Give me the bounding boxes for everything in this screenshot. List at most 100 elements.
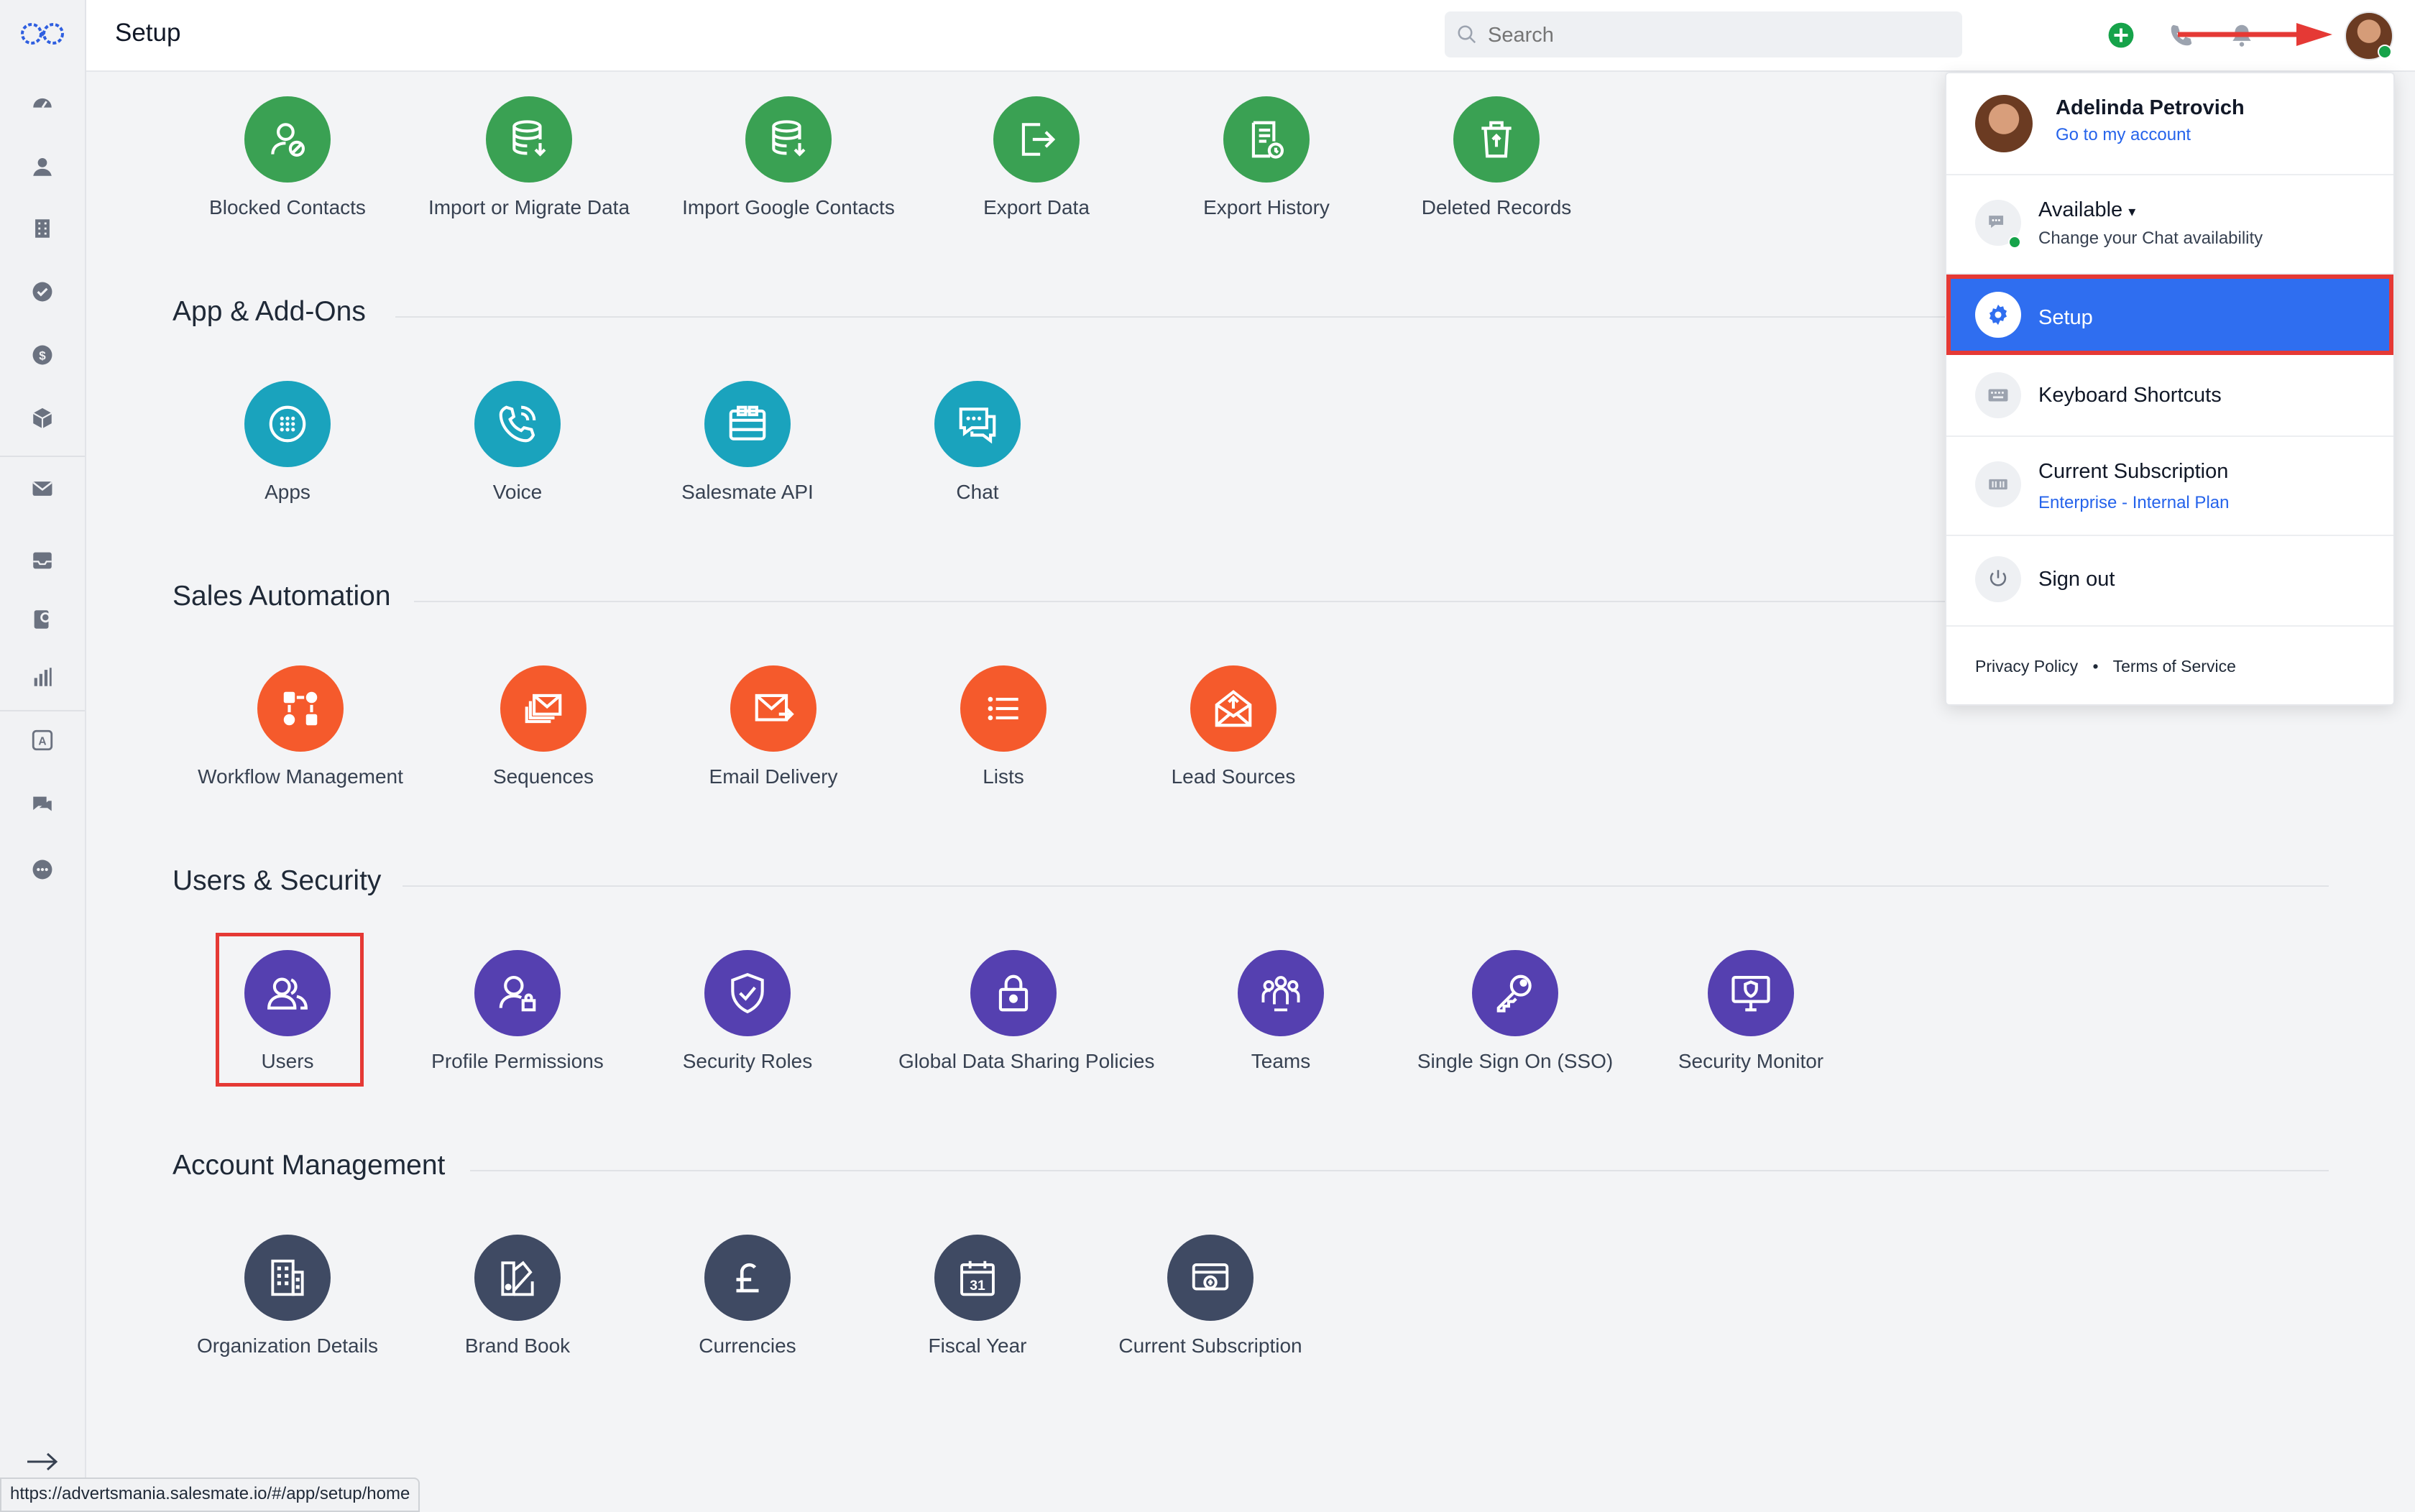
go-to-account-link[interactable]: Go to my account (2056, 125, 2191, 144)
sign-out-label: Sign out (2038, 568, 2115, 591)
tile-fiscal-year[interactable]: 31 Fiscal Year (862, 1235, 1092, 1371)
tile-label: Organization Details (196, 1334, 379, 1357)
profile-lock-icon (474, 950, 561, 1036)
subscription-icon (1975, 461, 2021, 507)
quick-add-icon[interactable] (2107, 22, 2135, 49)
api-icon (704, 381, 791, 467)
privacy-policy-link[interactable]: Privacy Policy (1975, 657, 2079, 676)
tile-lead-sources[interactable]: Lead Sources (1118, 665, 1348, 802)
phone-icon (474, 381, 561, 467)
salesmate-logo[interactable] (17, 19, 68, 49)
users-icon (244, 950, 331, 1036)
tile-workflow-management[interactable]: Workflow Management (185, 665, 415, 802)
tile-brand-book[interactable]: Brand Book (402, 1235, 632, 1371)
terms-of-service-link[interactable]: Terms of Service (2112, 657, 2236, 676)
tile-sequences[interactable]: Sequences (428, 665, 658, 802)
tile-label: Import or Migrate Data (428, 196, 630, 218)
tile-currencies[interactable]: Currencies (632, 1235, 862, 1371)
contacts-icon[interactable] (28, 152, 57, 181)
footer-separator: • (2092, 657, 2099, 676)
tile-profile-permissions[interactable]: Profile Permissions (402, 950, 632, 1087)
tile-current-subscription[interactable]: Current Subscription (1095, 1235, 1325, 1371)
tile-label: Blocked Contacts (209, 196, 366, 218)
more-icon[interactable] (28, 855, 57, 884)
tile-blocked-contacts[interactable]: Blocked Contacts (172, 96, 402, 233)
setup-menu-item[interactable]: Setup (1946, 275, 2393, 355)
tile-organization-details[interactable]: Organization Details (172, 1235, 402, 1371)
tile-export-data[interactable]: Export Data (921, 96, 1151, 233)
phone-icon[interactable] (2168, 22, 2195, 49)
tile-label: Current Subscription (1118, 1334, 1302, 1357)
tile-deleted-records[interactable]: Deleted Records (1381, 96, 1611, 233)
trash-restore-icon (1453, 96, 1540, 183)
tile-label: Users (261, 1050, 314, 1072)
tile-label: Sequences (492, 765, 594, 788)
tile-lists[interactable]: Lists (888, 665, 1118, 802)
tile-import-google-contacts[interactable]: Import Google Contacts (673, 96, 903, 233)
tile-export-history[interactable]: Export History (1151, 96, 1381, 233)
section-title-apps: App & Add-Ons (172, 296, 366, 327)
monitor-shield-icon (1708, 950, 1794, 1036)
chat-icon (934, 381, 1021, 467)
reports-icon[interactable] (28, 663, 57, 691)
gear-icon (1975, 292, 2021, 338)
keyboard-shortcuts-label: Keyboard Shortcuts (2038, 384, 2222, 407)
user-menu-dropdown: Adelinda Petrovich Go to my account Avai… (1945, 72, 2395, 706)
tile-chat[interactable]: Chat (862, 381, 1092, 517)
svg-text:31: 31 (970, 1278, 985, 1294)
search-icon (1458, 25, 1476, 44)
online-status-dot (2378, 45, 2392, 59)
automation-icon[interactable]: A (28, 726, 57, 755)
tile-label: Teams (1251, 1050, 1311, 1072)
tile-single-sign-on[interactable]: Single Sign On (SSO) (1400, 950, 1630, 1087)
divider (414, 601, 2329, 602)
deals-icon[interactable]: $ (28, 341, 57, 369)
shield-check-icon (704, 950, 791, 1036)
account-row[interactable]: Adelinda Petrovich Go to my account (1946, 73, 2393, 175)
user-name: Adelinda Petrovich (2056, 96, 2245, 119)
current-subscription-row[interactable]: Current Subscription Enterprise - Intern… (1946, 435, 2393, 536)
tile-teams[interactable]: Teams (1166, 950, 1396, 1087)
footer-links: Privacy Policy • Terms of Service (1975, 657, 2246, 676)
tile-label: Brand Book (464, 1334, 571, 1357)
calendar-icon: 31 (934, 1235, 1021, 1321)
tile-label: Chat (956, 481, 999, 503)
page-title: Setup (115, 19, 181, 47)
tile-label: Lists (983, 765, 1024, 788)
brand-book-icon (474, 1235, 561, 1321)
tile-import-migrate-data[interactable]: Import or Migrate Data (414, 96, 644, 233)
tile-label: Deleted Records (1421, 196, 1572, 218)
availability-label[interactable]: Available ▾ (2038, 198, 2136, 221)
lock-icon (970, 950, 1057, 1036)
power-icon (1975, 556, 2021, 602)
tile-apps[interactable]: Apps (172, 381, 402, 517)
availability-row[interactable]: Available ▾ Change your Chat availabilit… (1946, 174, 2393, 275)
tile-security-roles[interactable]: Security Roles (632, 950, 862, 1087)
email-icon[interactable] (28, 474, 57, 503)
tile-label: Salesmate API (681, 481, 814, 503)
tile-users[interactable]: Users (172, 950, 402, 1087)
tile-email-delivery[interactable]: Email Delivery (658, 665, 888, 802)
export-icon (993, 96, 1080, 183)
tile-security-monitor[interactable]: Security Monitor (1636, 950, 1866, 1087)
sign-out-row[interactable]: Sign out (1946, 535, 2393, 627)
subscription-plan-link[interactable]: Enterprise - Internal Plan (2038, 493, 2230, 512)
sequences-icon (500, 665, 586, 752)
search-box[interactable] (1445, 11, 1962, 57)
keyboard-shortcuts-row[interactable]: Keyboard Shortcuts (1946, 355, 2393, 437)
messenger-icon[interactable] (28, 790, 57, 819)
dashboard-icon[interactable] (28, 89, 57, 118)
call-log-icon[interactable] (28, 605, 57, 634)
inbox-icon[interactable] (28, 546, 57, 575)
blocked-contact-icon (244, 96, 331, 183)
tile-label: Profile Permissions (431, 1050, 604, 1072)
tile-global-data-sharing-policies[interactable]: Global Data Sharing Policies (898, 950, 1154, 1087)
search-input[interactable] (1486, 19, 1949, 52)
annotation-arrow (2178, 23, 2332, 46)
tile-voice[interactable]: Voice (402, 381, 632, 517)
products-icon[interactable] (28, 404, 57, 433)
companies-icon[interactable] (28, 214, 57, 243)
tile-salesmate-api[interactable]: Salesmate API (632, 381, 862, 517)
expand-sidebar-arrow-icon[interactable] (26, 1452, 59, 1472)
tasks-icon[interactable] (28, 277, 57, 306)
